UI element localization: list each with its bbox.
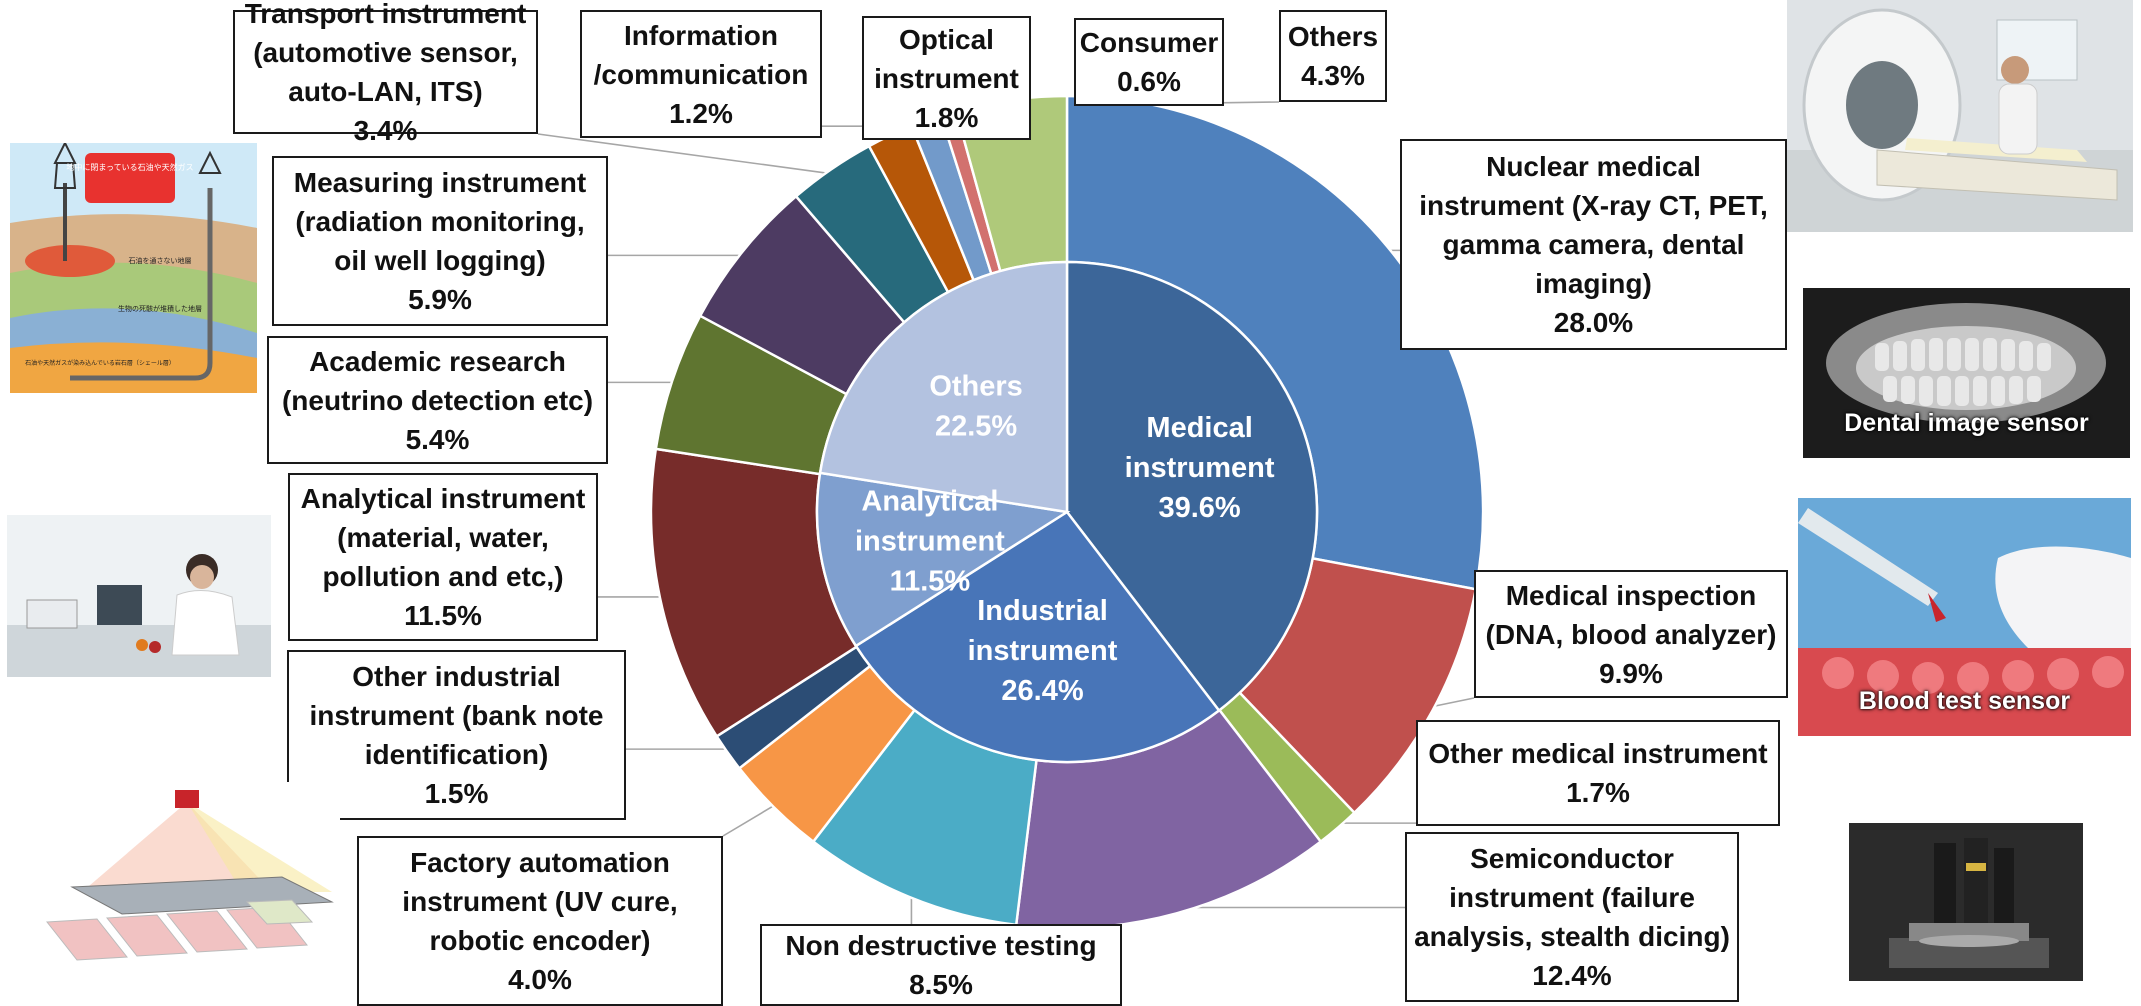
inner-ring <box>815 260 1319 764</box>
leader-line <box>537 133 835 176</box>
lab-photo <box>7 515 271 677</box>
callout-value: 1.2% <box>669 97 733 129</box>
callout-factory-automation: Factory automation instrument (UV cure, … <box>357 836 723 1006</box>
callout-semiconductor: Semiconductor instrument (failure analys… <box>1405 832 1739 1002</box>
inner-label-line: Industrial <box>977 595 1108 627</box>
callout-others: Others 4.3% <box>1279 10 1387 102</box>
callout-value: 4.3% <box>1301 60 1365 91</box>
inner-label-analytical-instrument: Analytical instrument 11.5% <box>855 485 1005 597</box>
inner-label-line: 26.4% <box>1001 675 1083 707</box>
inner-label-line: Medical <box>1146 412 1252 444</box>
callout-label: Optical instrument <box>874 23 1019 94</box>
inner-label-line: Analytical <box>861 485 998 517</box>
inner-label-line: 22.5% <box>935 411 1017 443</box>
callout-label: Factory automation instrument (UV cure, … <box>402 847 678 956</box>
inner-slice-industrial-instrument <box>854 510 1221 764</box>
callout-label: Academic research (neutrino detection et… <box>281 345 594 416</box>
callout-academic-research: Academic research (neutrino detection et… <box>267 336 608 464</box>
inner-label-line: 39.6% <box>1158 492 1240 524</box>
inner-slice-medical-instrument <box>1065 260 1319 713</box>
leader-line <box>722 802 779 837</box>
ct-scanner-image <box>1787 0 2133 232</box>
inner-label-medical-instrument: Medical instrument 39.6% <box>1125 412 1275 524</box>
callout-other-industrial: Other industrial instrument (bank note i… <box>287 650 626 820</box>
ct-scanner-photo <box>1787 0 2133 232</box>
blood-test-image <box>1798 498 2131 736</box>
callout-value: 5.4% <box>405 423 470 455</box>
inner-label-line: instrument <box>855 525 1005 557</box>
inner-label-line: Others <box>929 371 1022 403</box>
inner-slice-analytical-instrument <box>815 471 1071 648</box>
callout-value: 0.6% <box>1117 66 1181 97</box>
callout-nuclear-medical: Nuclear medical instrument (X-ray CT, PE… <box>1400 139 1787 350</box>
microscope-photo <box>1849 823 2083 981</box>
oil-layer-label-3: 石油や天然ガスが染み込んでいる岩石層（シェール層） <box>25 359 175 367</box>
callout-label: Consumer <box>1079 27 1219 58</box>
callout-label: Medical inspection (DNA, blood analyzer) <box>1485 579 1777 650</box>
outer-ring <box>649 94 1485 930</box>
inner-label-line: instrument <box>968 635 1118 667</box>
callout-value: 11.5% <box>404 600 482 631</box>
callout-value: 9.9% <box>1599 657 1663 689</box>
callout-value: 4.0% <box>508 964 572 995</box>
oil-layer-label-2: 生物の死骸が堆積した地層 <box>118 304 202 313</box>
callout-transport-instrument: Transport instrument (automotive sensor,… <box>233 0 538 146</box>
callout-label: Non destructive testing <box>785 930 1097 961</box>
oil-well-diagram-image: 地中に閉まっている石油や天然ガス 石油を通さない地層 生物の死骸が堆積した地層 … <box>10 143 257 393</box>
dental-caption: Dental image sensor <box>1844 409 2089 437</box>
callout-value: 1.8% <box>914 101 979 133</box>
callout-medical-inspection: Medical inspection (DNA, blood analyzer)… <box>1474 570 1788 698</box>
callout-value: 5.9% <box>408 284 472 315</box>
callout-optical-instrument: Optical instrument 1.8% <box>862 16 1031 140</box>
inner-label-industrial-instrument: Industrial instrument 26.4% <box>968 595 1118 707</box>
callout-consumer: Consumer 0.6% <box>1074 18 1224 106</box>
callout-label: Other medical instrument <box>1428 738 1768 769</box>
callout-label: Transport instrument (automotive sensor,… <box>244 0 527 107</box>
callout-label: Semiconductor instrument (failure analys… <box>1414 843 1730 952</box>
callout-value: 1.5% <box>424 778 489 809</box>
inner-ring-labels: Medical instrument 39.6% Industrial instrume… <box>855 371 1275 707</box>
microscope-image <box>1849 823 2083 981</box>
callout-label: Other industrial instrument (bank note i… <box>309 661 604 770</box>
callout-analytical-instrument: Analytical instrument (material, water, … <box>288 473 598 641</box>
callout-label: Others <box>1287 21 1379 52</box>
callout-value: 3.4% <box>353 115 418 146</box>
callout-non-destructive: Non destructive testing 8.5% <box>760 924 1122 1006</box>
inner-label-line: instrument <box>1125 452 1275 484</box>
lab-image <box>7 515 271 677</box>
factory-sensor-image <box>42 782 340 972</box>
blood-test-photo: Blood test sensor <box>1798 498 2131 736</box>
callout-value: 8.5% <box>909 969 973 1000</box>
callout-value: 28.0% <box>1553 307 1634 338</box>
callout-label: Analytical instrument (material, water, … <box>300 483 586 592</box>
callout-label: Nuclear medical instrument (X-ray CT, PE… <box>1419 151 1768 299</box>
inner-slice-others <box>818 260 1069 514</box>
callout-value: 1.7% <box>1566 777 1630 808</box>
dental-xray-image <box>1803 288 2130 458</box>
oil-well-photo: 地中に閉まっている石油や天然ガス 石油を通さない地層 生物の死骸が堆積した地層 … <box>10 143 257 393</box>
blood-caption: Blood test sensor <box>1858 687 2071 715</box>
callout-information-communication: Information /communication 1.2% <box>580 10 822 138</box>
inner-label-others: Others 22.5% <box>929 371 1022 443</box>
callout-label: Information /communication <box>593 19 809 90</box>
callout-label: Measuring instrument (radiation monitori… <box>293 167 587 276</box>
callout-other-medical: Other medical instrument 1.7% <box>1416 720 1780 826</box>
callout-value: 12.4% <box>1532 960 1612 991</box>
oil-bubble-text: 地中に閉まっている石油や天然ガス <box>66 162 193 172</box>
factory-sensor-photo <box>42 782 340 972</box>
inner-label-line: 11.5% <box>890 565 971 597</box>
oil-layer-label-1: 石油を通さない地層 <box>129 256 192 265</box>
callout-measuring-instrument: Measuring instrument (radiation monitori… <box>272 156 608 326</box>
dental-xray-photo: Dental image sensor <box>1803 288 2130 458</box>
